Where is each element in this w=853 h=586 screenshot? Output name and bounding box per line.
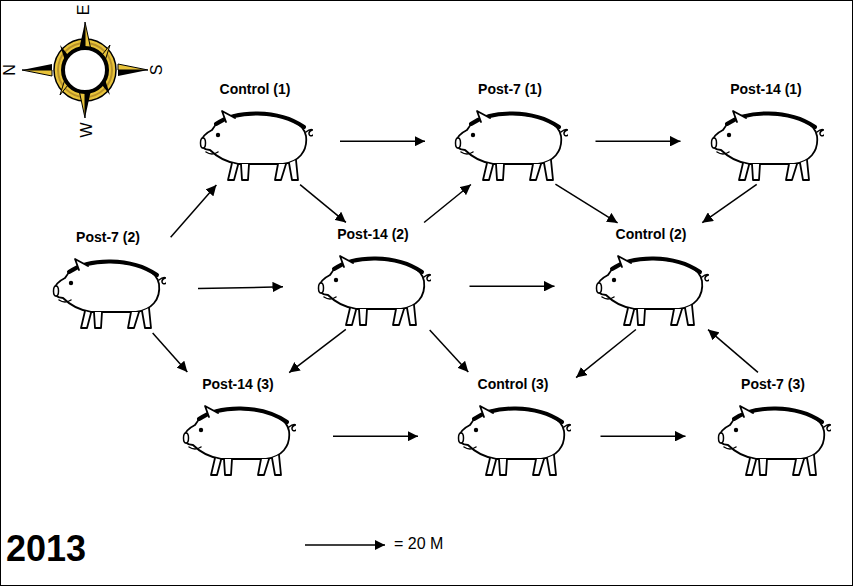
pig-label: Post-7 (2) (48, 228, 168, 246)
year-label: 2013 (6, 528, 86, 570)
movement-arrow (555, 184, 617, 223)
movement-arrow (171, 185, 217, 237)
movement-arrow (333, 435, 418, 437)
movement-arrow (424, 185, 471, 223)
pig-label: Post-14 (1) (706, 80, 826, 98)
pig-label: Post-7 (3) (713, 375, 833, 393)
compass-letter: S (148, 65, 166, 76)
movement-arrow (198, 287, 283, 289)
pig-node: Post-7 (2) (48, 228, 168, 330)
movement-arrow (596, 140, 681, 142)
year-label: 2013 (6, 528, 86, 569)
compass-letter: W (78, 122, 95, 137)
pig-node: Control (1) (195, 80, 315, 182)
compass-letter: S (148, 65, 165, 76)
pig-figure (594, 245, 709, 327)
movement-arrow (153, 333, 188, 372)
pig-figure (181, 395, 296, 477)
pig-label: Control (2) (591, 225, 711, 243)
movement-arrow (576, 330, 636, 378)
pig-node: Control (2) (591, 225, 711, 327)
pig-label: Post-7 (1) (450, 80, 570, 98)
pig-node: Post-14 (1) (706, 80, 826, 182)
movement-arrow (601, 435, 686, 437)
pig-figure (51, 248, 166, 330)
pig-node: Post-7 (1) (450, 80, 570, 182)
legend-text: = 20 M (394, 535, 443, 552)
compass-letter: N (1, 64, 19, 76)
pig-figure (316, 245, 431, 327)
compass-letter: N (1, 64, 18, 76)
legend-arrow (305, 544, 385, 546)
legend-entry: = 20 M (394, 535, 443, 553)
pig-node: Post-7 (3) (713, 375, 833, 477)
compass-letter: W (78, 122, 96, 137)
pig-node: Post-14 (3) (178, 375, 298, 477)
compass-rose (22, 22, 148, 118)
pig-figure (709, 100, 824, 182)
movement-arrow (300, 185, 346, 223)
pig-node: Control (3) (453, 375, 573, 477)
pig-figure (198, 100, 313, 182)
pig-label: Control (3) (453, 375, 573, 393)
pig-figure (453, 100, 568, 182)
movement-arrow (289, 329, 346, 372)
movement-arrow (708, 330, 758, 373)
compass-letter: E (75, 5, 93, 16)
movement-arrow (702, 184, 756, 222)
pig-label: Control (1) (195, 80, 315, 98)
compass-letter: E (75, 5, 92, 16)
movement-arrow (470, 285, 555, 287)
pig-figure (456, 395, 571, 477)
pig-label: Post-14 (3) (178, 375, 298, 393)
movement-arrow (340, 140, 425, 142)
pig-node: Post-14 (2) (313, 225, 433, 327)
movement-arrow (430, 330, 469, 372)
pig-label: Post-14 (2) (313, 225, 433, 243)
pig-figure (716, 395, 831, 477)
